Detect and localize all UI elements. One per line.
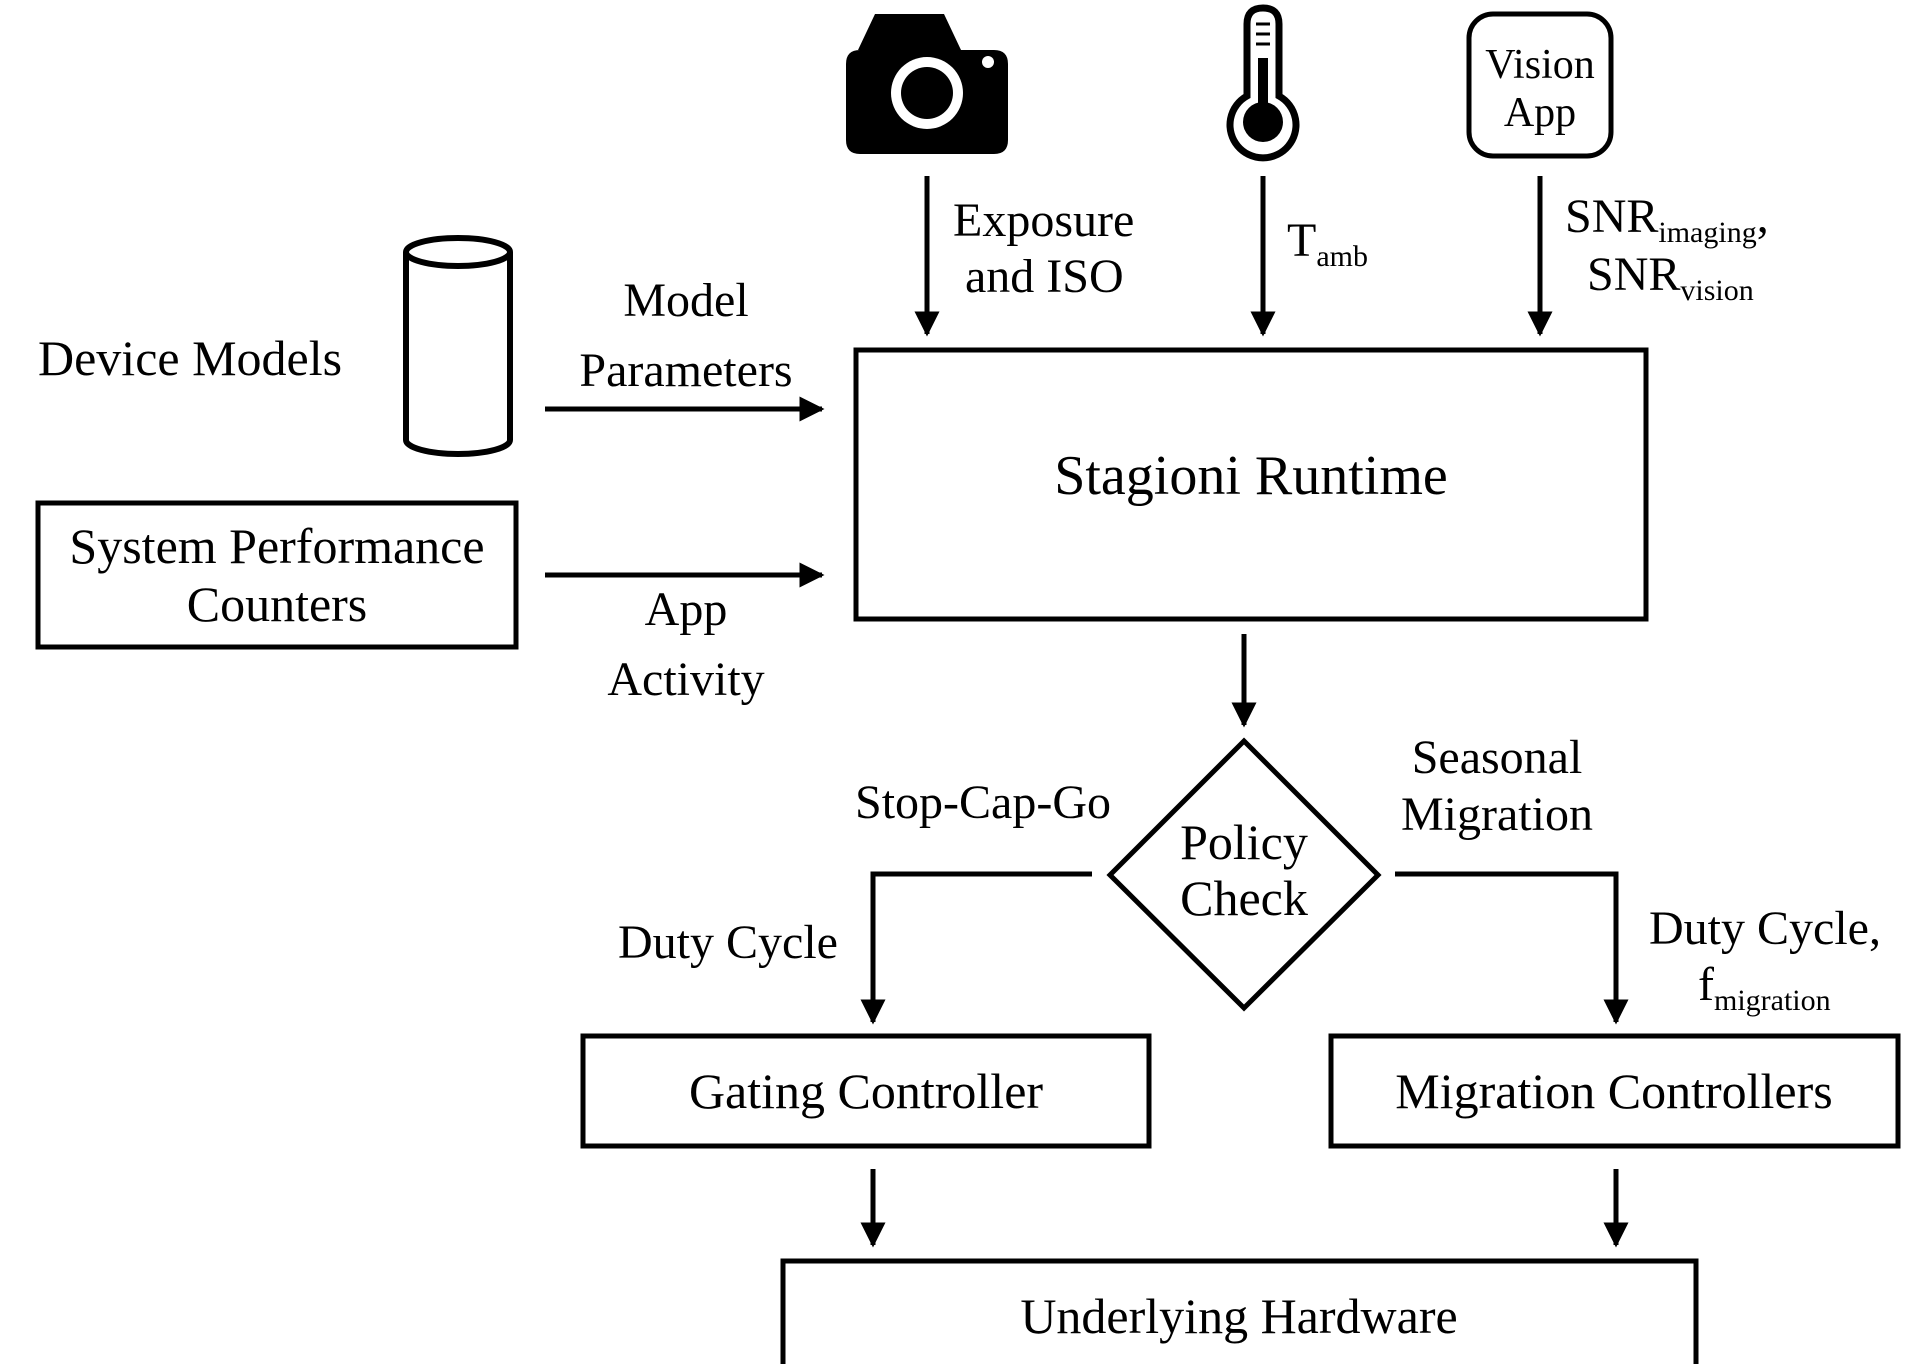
policy-check-line1: Policy <box>1180 814 1308 870</box>
label-exposure-line1: Exposure <box>953 194 1134 247</box>
stagioni-runtime-box: Stagioni Runtime <box>853 347 1649 622</box>
label-model-line2: Parameters <box>579 344 792 397</box>
vision-app-label-line2: App <box>1504 90 1576 136</box>
label-t-amb: Tamb <box>1287 214 1368 273</box>
label-app-line1: App <box>645 583 728 636</box>
gating-controller-label: Gating Controller <box>689 1063 1043 1119</box>
label-duty-cycle-left: Duty Cycle <box>618 916 838 969</box>
label-snr-vision: SNRvision <box>1587 248 1754 307</box>
system-counters-line2: Counters <box>187 576 368 632</box>
label-model-line1: Model <box>623 274 748 327</box>
vision-app-label-line1: Vision <box>1485 42 1595 88</box>
arrow-policy-to-gating <box>860 871 1092 1025</box>
database-cylinder-icon <box>403 235 513 457</box>
migration-controllers-box: Migration Controllers <box>1328 1033 1901 1149</box>
label-seasonal-line2: Migration <box>1401 788 1593 841</box>
gating-controller-box: Gating Controller <box>580 1033 1152 1149</box>
label-f-migration: fmigration <box>1698 958 1831 1017</box>
label-exposure-line2: and ISO <box>965 250 1124 303</box>
label-stop-cap-go: Stop-Cap-Go <box>855 776 1111 829</box>
thermometer-icon <box>1226 4 1300 162</box>
system-counters-box: System Performance Counters <box>35 500 519 650</box>
label-duty-cycle-right: Duty Cycle, <box>1649 902 1881 955</box>
arrow-policy-to-migration <box>1395 871 1629 1025</box>
label-snr-imaging: SNRimaging, <box>1565 190 1769 249</box>
policy-check-line2: Check <box>1180 870 1308 926</box>
vision-app-box: Vision App <box>1466 11 1614 159</box>
underlying-hardware-box: Underlying Hardware <box>780 1258 1699 1364</box>
runtime-label: Stagioni Runtime <box>1054 445 1448 507</box>
camera-icon <box>846 14 1008 154</box>
device-models-label: Device Models <box>38 330 342 386</box>
label-app-line2: Activity <box>607 653 764 706</box>
label-seasonal-line1: Seasonal <box>1412 731 1583 784</box>
system-counters-line1: System Performance <box>69 518 484 574</box>
migration-controllers-label: Migration Controllers <box>1395 1063 1832 1119</box>
policy-check-diamond: Policy Check <box>1106 737 1382 1012</box>
underlying-hardware-label: Underlying Hardware <box>1020 1288 1457 1344</box>
